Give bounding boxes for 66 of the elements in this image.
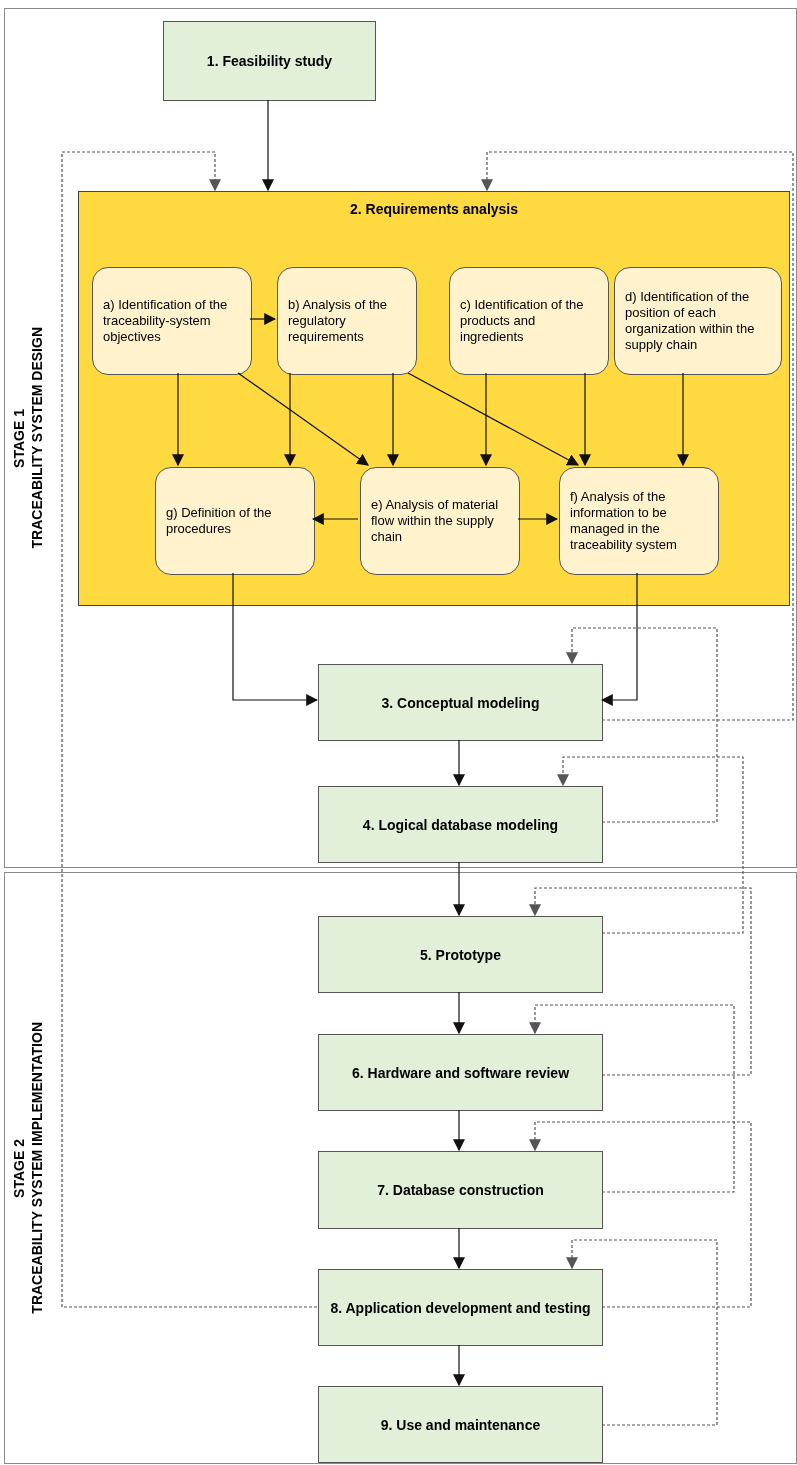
section-title: 2. Requirements analysis xyxy=(349,201,519,217)
dashed-arrow xyxy=(529,1121,752,1308)
stage-label: STAGE 2 xyxy=(11,1138,27,1198)
arrow xyxy=(172,372,184,467)
process-box xyxy=(318,916,603,993)
step-label: 6. Hardware and software review xyxy=(351,1063,570,1082)
process-box xyxy=(318,1151,603,1229)
process-box xyxy=(318,1269,603,1346)
arrow xyxy=(311,513,359,525)
process-box xyxy=(318,786,603,863)
arrow xyxy=(232,572,319,706)
stage-panel xyxy=(4,872,797,1464)
arrow xyxy=(453,1109,465,1152)
arrow xyxy=(677,372,689,467)
arrow xyxy=(249,313,277,325)
stage-label: STAGE 1 xyxy=(11,408,27,468)
arrow xyxy=(600,572,638,706)
arrow xyxy=(453,861,465,917)
arrow xyxy=(387,372,399,467)
task-label: c) Identification of the products and ingredients xyxy=(460,297,585,345)
task-label: d) Identification of the position of each organization within the supply chain xyxy=(625,289,756,353)
arrow xyxy=(262,99,274,192)
arrow xyxy=(517,513,559,525)
task-label: f) Analysis of the information to be managed in the traceability system xyxy=(570,489,678,553)
task-box xyxy=(155,467,315,575)
arrow xyxy=(579,372,591,467)
dashed-arrow xyxy=(529,1004,735,1193)
dashed-arrow xyxy=(481,151,794,721)
dashed-arrow xyxy=(566,1239,718,1426)
section-panel xyxy=(78,191,790,606)
dashed-arrow xyxy=(557,756,744,934)
dashed-arrow xyxy=(566,627,718,823)
task-box xyxy=(92,267,252,375)
stage-label: TRACEABILITY SYSTEM DESIGN xyxy=(29,327,45,549)
arrow xyxy=(453,739,465,787)
task-box xyxy=(449,267,609,375)
task-box xyxy=(614,267,782,375)
arrow xyxy=(453,1344,465,1387)
task-box xyxy=(277,267,417,375)
step-label: 4. Logical database modeling xyxy=(362,815,559,834)
task-box xyxy=(360,467,520,575)
arrow xyxy=(480,372,492,467)
process-box xyxy=(318,1034,603,1111)
step-label: 9. Use and maintenance xyxy=(380,1415,541,1434)
step-label: 8. Application development and testing xyxy=(330,1298,591,1317)
stage-label: TRACEABILITY SYSTEM IMPLEMENTATION xyxy=(29,1022,45,1314)
step-label: 3. Conceptual modeling xyxy=(381,693,540,712)
task-box xyxy=(559,467,719,575)
stage-panel xyxy=(4,8,797,868)
step-label: 5. Prototype xyxy=(420,945,501,964)
step-label: 7. Database construction xyxy=(377,1181,544,1199)
task-label: a) Identification of the traceability-system objectives xyxy=(103,297,229,345)
arrow xyxy=(407,372,580,466)
arrow xyxy=(453,1227,465,1270)
step-label: 1. Feasibility study xyxy=(206,52,333,70)
task-label: g) Definition of the procedures xyxy=(166,505,273,537)
task-label: b) Analysis of the regulatory requirements xyxy=(288,297,388,345)
process-box xyxy=(318,664,603,741)
arrow xyxy=(237,372,369,466)
arrow xyxy=(284,372,296,467)
dashed-arrow xyxy=(529,887,752,1076)
process-box xyxy=(163,21,376,101)
arrow xyxy=(453,991,465,1035)
process-box xyxy=(318,1386,603,1463)
dashed-arrow xyxy=(61,151,318,1308)
task-label: e) Analysis of material flow within the supply chain xyxy=(371,497,500,545)
